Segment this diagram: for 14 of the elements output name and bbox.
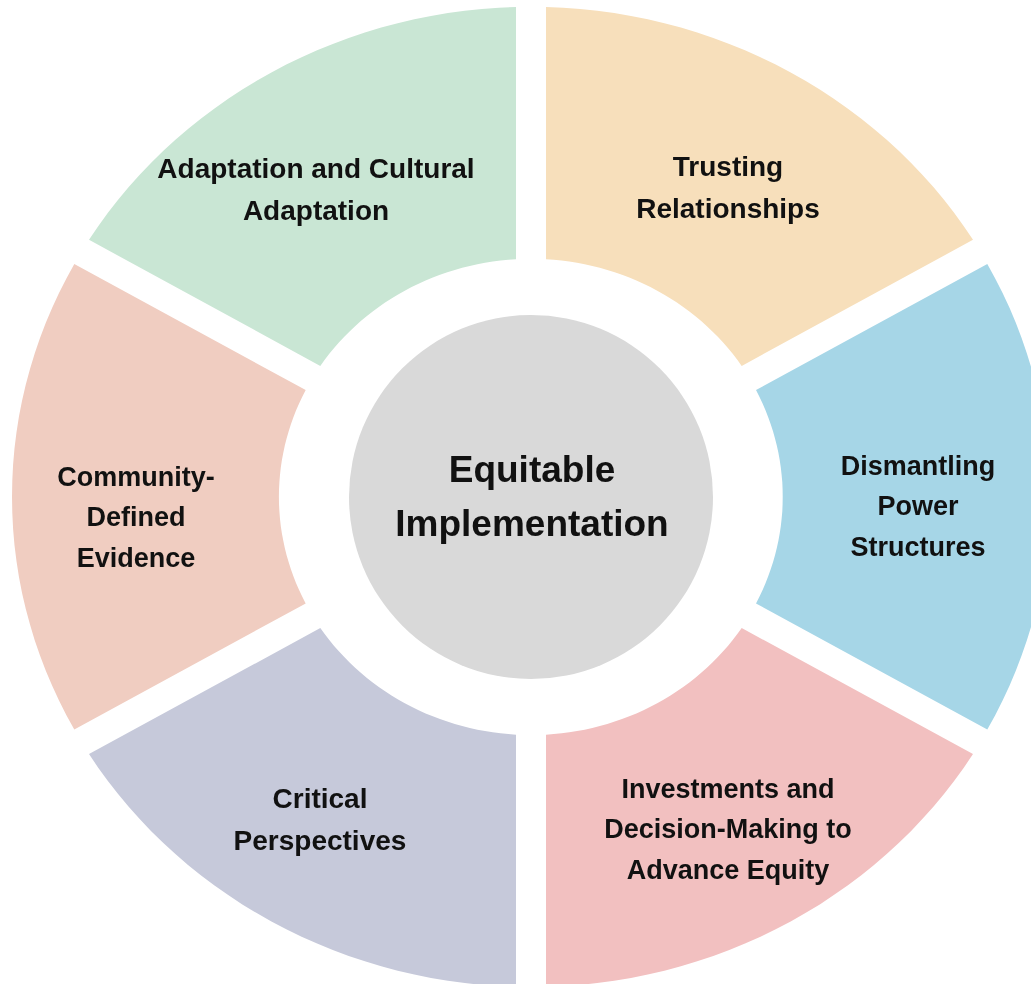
center-circle (349, 315, 713, 679)
ring-segment (89, 7, 517, 367)
segment-label: Community-Defined Evidence (56, 461, 216, 576)
ring-segment (545, 7, 973, 367)
ring-segment (12, 264, 306, 730)
segment-label: Trusting Relationships (635, 150, 821, 226)
ring-segment (756, 264, 1031, 730)
ring-segment (89, 627, 517, 984)
ring-segment (545, 627, 973, 984)
segment-label: Adaptation and Cultural Adaptation (156, 152, 476, 228)
segment-label: Investments and Decision-Making to Advance Equity (603, 773, 853, 888)
segment-label: Critical Perspectives (232, 782, 408, 858)
center-title: Equitable Implementation (394, 448, 670, 546)
segment-label: Dismantling Power Structures (839, 450, 997, 565)
